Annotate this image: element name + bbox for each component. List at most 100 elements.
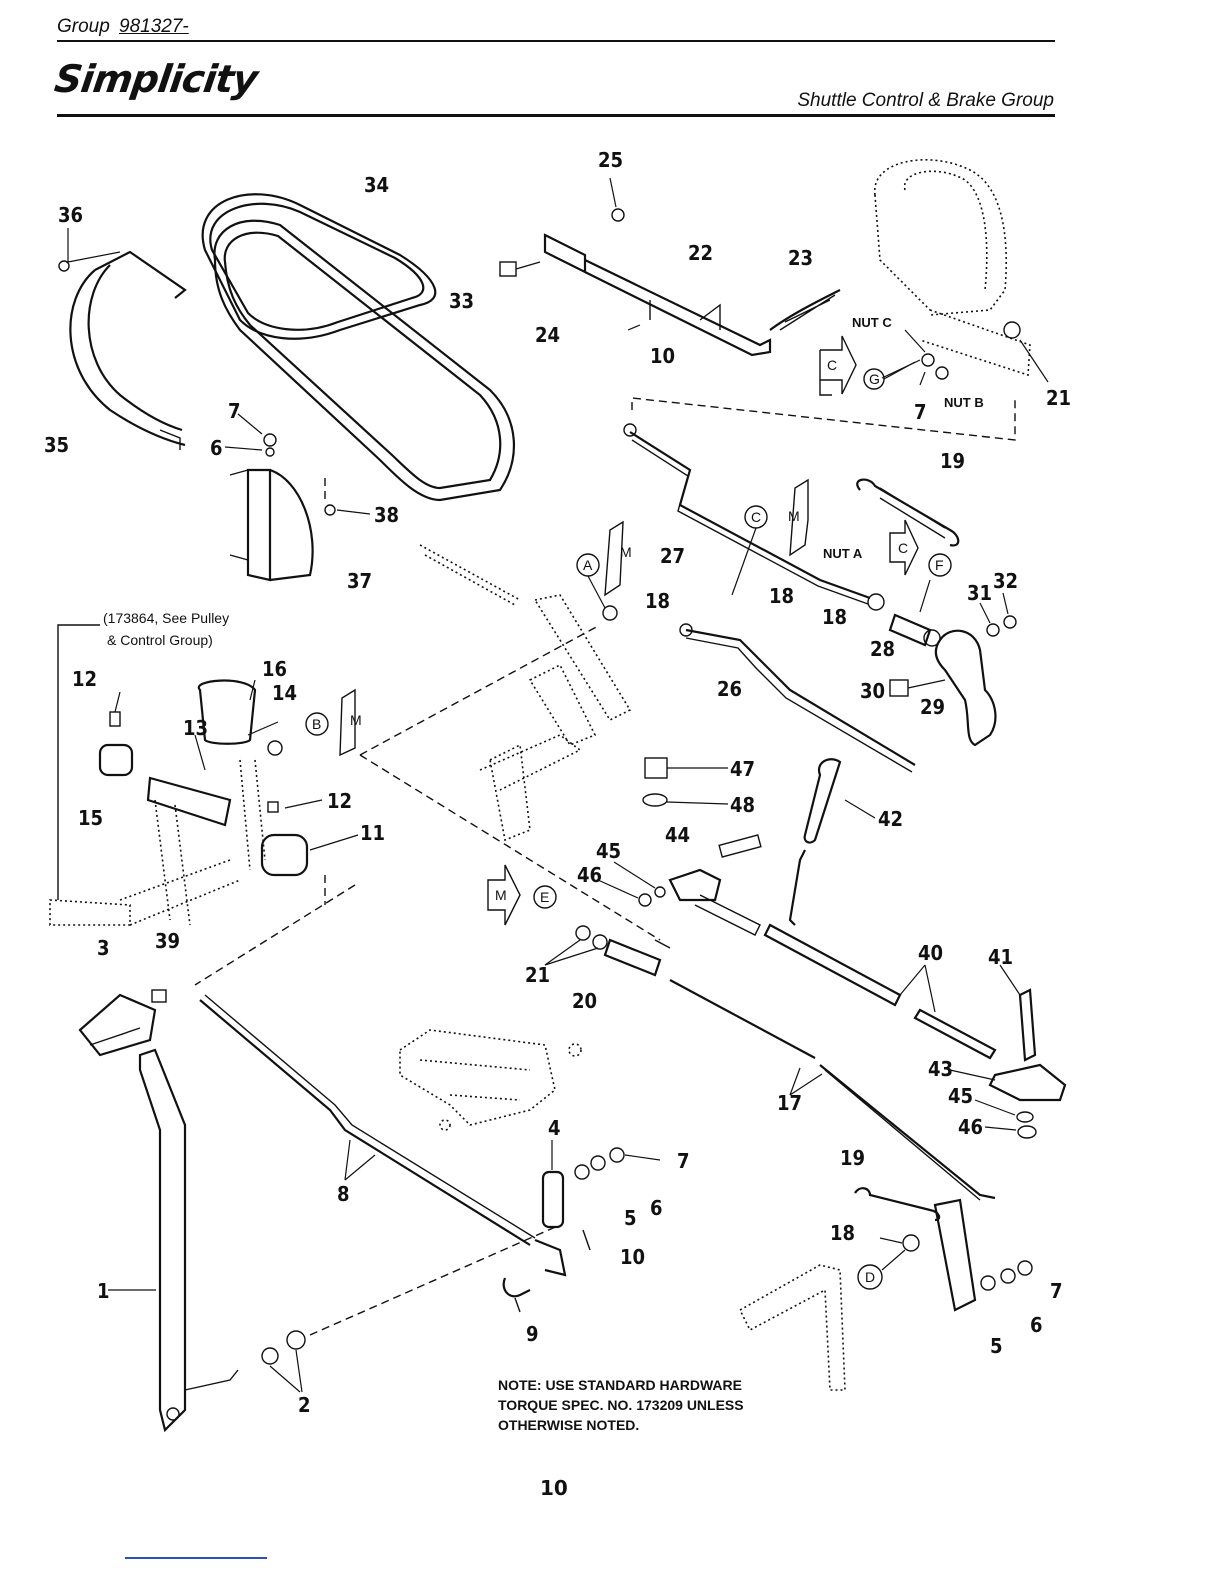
callout-12b: 12: [327, 789, 352, 813]
dashed-link-link4: [309, 1224, 561, 1336]
title-rule: [57, 114, 1055, 117]
nut-c-label: NUT C: [852, 315, 892, 330]
callout-7d: 7: [914, 400, 927, 424]
spring-19: [856, 478, 960, 547]
callout-11: 11: [360, 821, 385, 845]
callout-41: 41: [988, 945, 1013, 969]
group-header: Group 981327-: [57, 14, 1055, 42]
callout-5: 5: [624, 1206, 637, 1230]
ref-m-arrow-label-2: M: [620, 544, 632, 560]
callout-25: 25: [598, 148, 623, 172]
dashed-link-center: [359, 624, 601, 756]
drive-belts: [201, 193, 516, 502]
group-label: Group: [57, 16, 110, 37]
dashed-link-diagonal: [359, 754, 661, 941]
callout-46b: 46: [958, 1115, 983, 1139]
brake-band: [58, 228, 187, 450]
brake-drum: [874, 159, 1049, 386]
callout-40: 40: [918, 941, 943, 965]
callout-28: 28: [870, 637, 895, 661]
note-line-3: OTHERWISE NOTED.: [498, 1417, 640, 1433]
callout-33: 33: [449, 289, 474, 313]
callout-13: 13: [183, 716, 208, 740]
callout-39: 39: [155, 929, 180, 953]
bracket-44: [597, 834, 762, 936]
callout-4: 4: [548, 1116, 561, 1140]
callout-10b: 10: [620, 1245, 645, 1269]
handle-42: [763, 758, 997, 1060]
callout-5b: 5: [990, 1334, 1003, 1358]
fitting-47-48: [642, 757, 729, 807]
ref-m-arrow-label-4: M: [495, 887, 507, 903]
link-4: [502, 1140, 661, 1313]
pulley-ref-line1: (173864, See Pulley: [103, 610, 229, 626]
note-line-1: NOTE: USE STANDARD HARDWARE: [498, 1377, 742, 1393]
callout-48: 48: [730, 793, 755, 817]
callout-46: 46: [577, 863, 602, 887]
callout-44: 44: [665, 823, 690, 847]
ref-circles: [305, 361, 952, 1290]
page-number: 10: [540, 1476, 568, 1500]
callout-21: 21: [1046, 386, 1071, 410]
pulley-ref-bracket: [57, 624, 100, 900]
callout-19: 19: [940, 449, 965, 473]
callout-22: 22: [688, 241, 713, 265]
callout-7: 7: [228, 399, 241, 423]
ref-m-arrow-label-3: M: [350, 712, 362, 728]
rod-17: [669, 979, 996, 1201]
callout-16: 16: [262, 657, 287, 681]
callout-6: 6: [210, 436, 223, 460]
left-linkage: [49, 679, 359, 926]
callout-7b: 7: [677, 1149, 690, 1173]
ref-d-label: D: [865, 1269, 875, 1285]
rod-8: [199, 994, 567, 1277]
callout-36: 36: [58, 203, 83, 227]
callout-8: 8: [337, 1182, 350, 1206]
callout-9: 9: [526, 1322, 539, 1346]
rod-27: [623, 423, 885, 611]
callout-15: 15: [78, 806, 103, 830]
callout-45: 45: [596, 839, 621, 863]
callout-42: 42: [878, 807, 903, 831]
callout-23: 23: [788, 246, 813, 270]
dashed-link-drum: [631, 397, 1016, 441]
right-hardware: [899, 964, 1067, 1139]
ref-c-arrow-label: C: [827, 357, 837, 373]
spring-dotted: [419, 544, 521, 606]
lever-29-assembly: [888, 579, 1017, 747]
callout-38: 38: [374, 503, 399, 527]
callout-19b: 19: [840, 1146, 865, 1170]
callout-27: 27: [660, 544, 685, 568]
nut-a-label: NUT A: [823, 546, 863, 561]
callout-20: 20: [572, 989, 597, 1013]
callout-6c: 6: [1030, 1313, 1043, 1337]
dashed-link-lever: [194, 884, 356, 986]
callout-1: 1: [97, 1279, 110, 1303]
callout-17: 17: [777, 1091, 802, 1115]
bracket-22: [499, 177, 841, 357]
tube-20: [544, 925, 671, 977]
ref-b-label: B: [312, 716, 321, 732]
callout-29: 29: [920, 695, 945, 719]
callout-18d: 18: [830, 1221, 855, 1245]
callout-7c: 7: [1050, 1279, 1063, 1303]
note-line-2: TORQUE SPEC. NO. 173209 UNLESS: [498, 1397, 744, 1413]
footer-rule: [125, 1557, 267, 1559]
nut-b-label: NUT B: [944, 395, 984, 410]
callout-6b: 6: [650, 1196, 663, 1220]
callout-10: 10: [650, 344, 675, 368]
callout-21b: 21: [525, 963, 550, 987]
ref-a-label: A: [583, 557, 593, 573]
callout-47: 47: [730, 757, 755, 781]
callout-31: 31: [967, 581, 992, 605]
center-bracket: [479, 594, 632, 842]
ref-f-label: F: [935, 557, 944, 573]
callout-43: 43: [928, 1057, 953, 1081]
callout-3: 3: [97, 936, 110, 960]
callout-32: 32: [993, 569, 1018, 593]
ref-c-arrow-label-2: C: [898, 540, 908, 556]
ref-e-label: E: [540, 889, 549, 905]
callout-34: 34: [364, 173, 389, 197]
callout-2: 2: [298, 1393, 311, 1417]
